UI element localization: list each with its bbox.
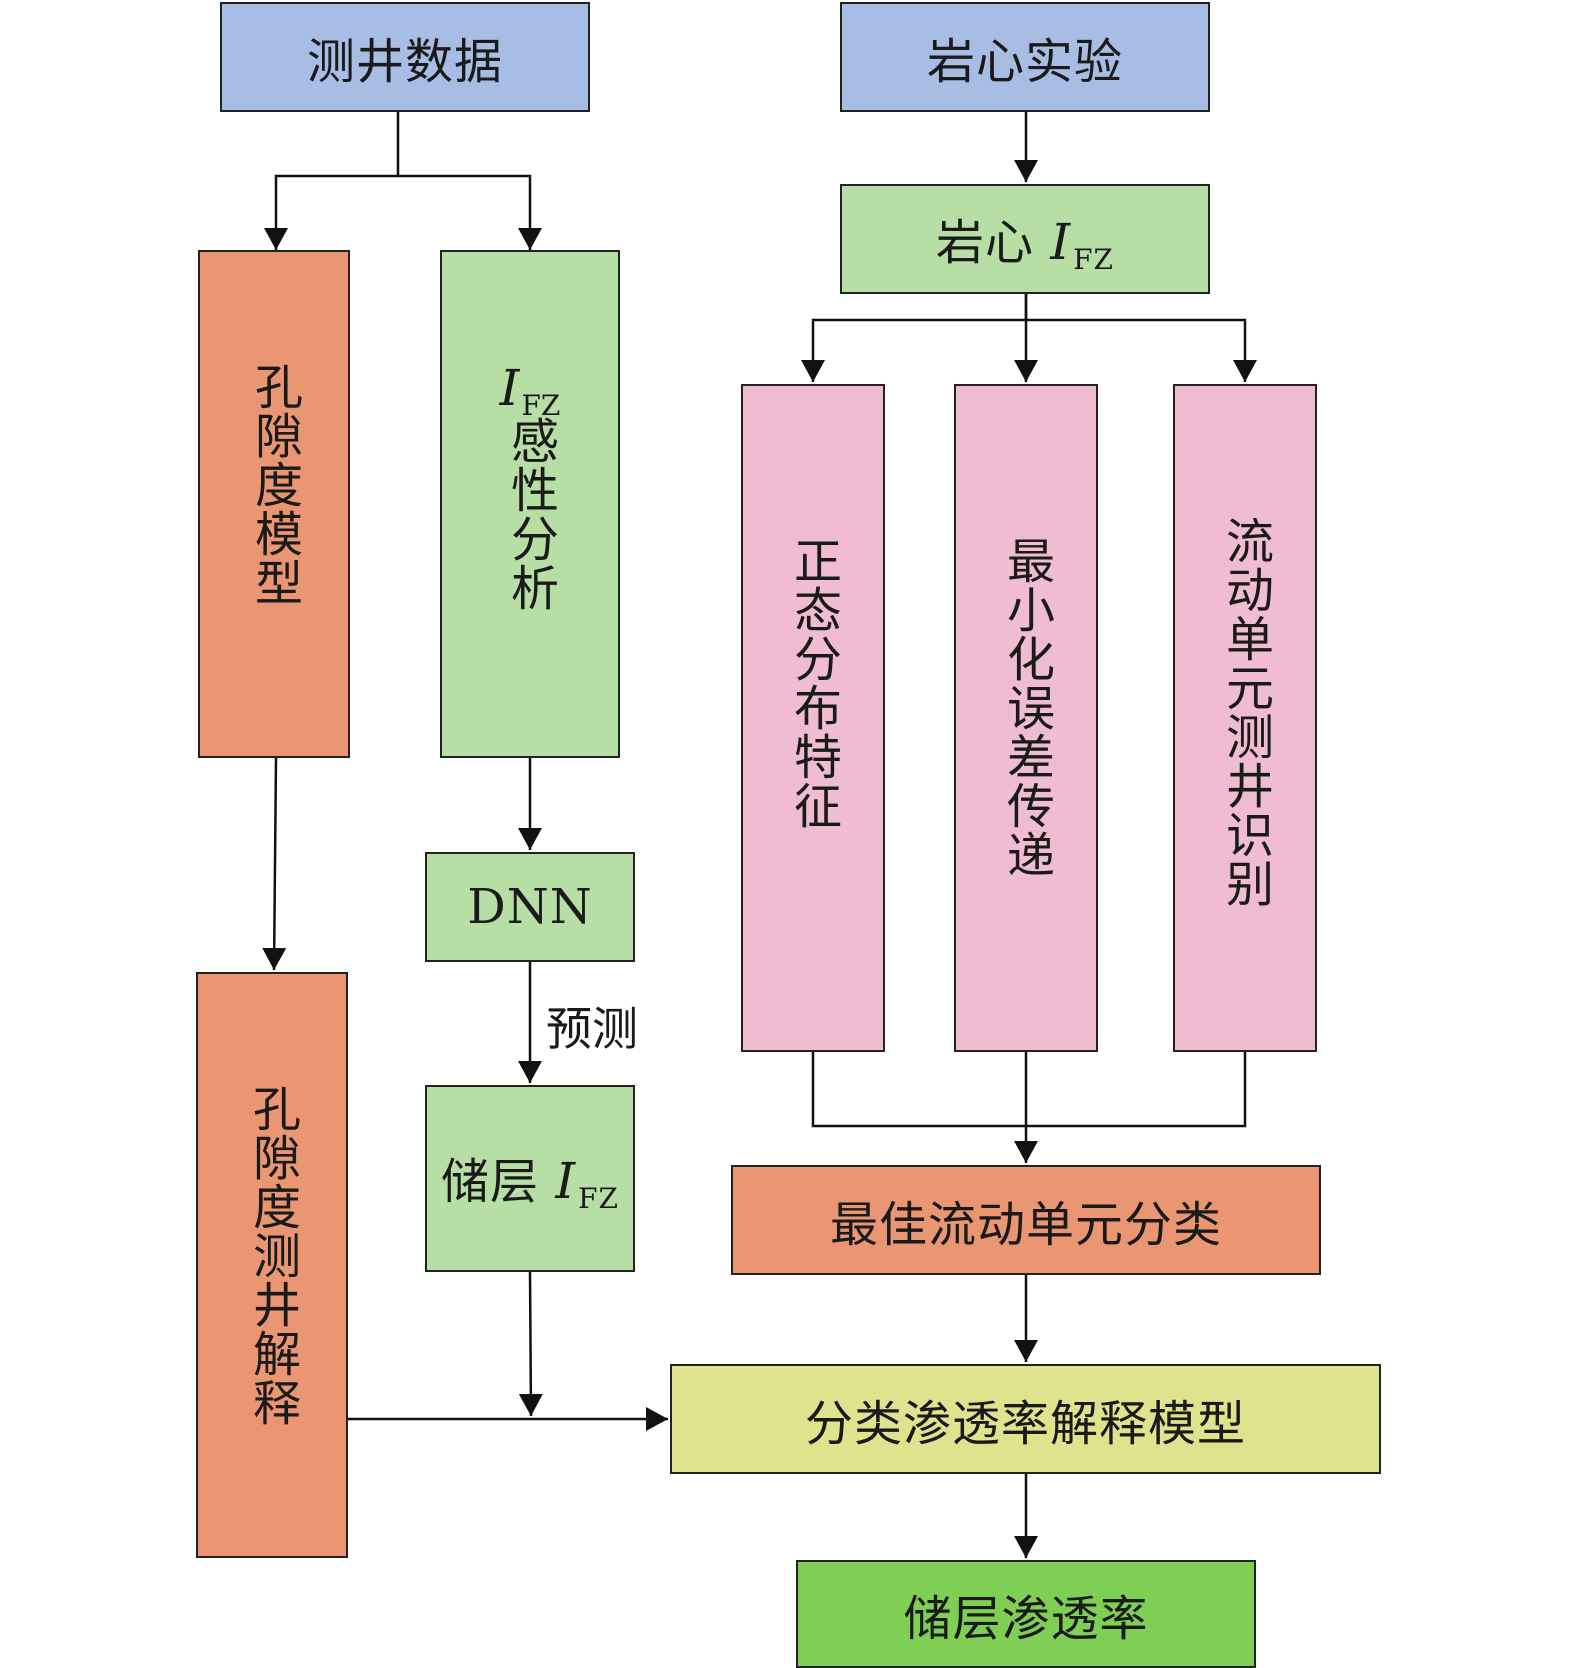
min-error-box: 最小化误差传递 <box>954 384 1098 1052</box>
core-ifz-prefix: 岩心 <box>936 214 1035 271</box>
core-experiment-box: 岩心实验 <box>840 2 1210 112</box>
reservoir-ifz-symbol: I <box>555 1152 577 1210</box>
reservoir-permeability-box: 储层渗透率 <box>796 1560 1256 1668</box>
ifz-sensitivity-label: 感性分析 <box>502 416 558 612</box>
normal-distribution-box: 正态分布特征 <box>741 384 885 1052</box>
core-ifz-box: 岩心 IFZ <box>840 184 1210 294</box>
dnn-label: DNN <box>467 879 593 935</box>
best-flow-unit-box: 最佳流动单元分类 <box>731 1165 1321 1275</box>
connector-pink-merge <box>811 1052 1247 1128</box>
connector-logging-split <box>274 112 532 232</box>
predict-label: 预测 <box>546 1002 638 1056</box>
ifz-sensitivity-ifz: IFZ <box>499 359 561 422</box>
ifz-sensitivity-box: IFZ 感性分析 <box>440 250 620 758</box>
reservoir-ifz-box: 储层 IFZ <box>425 1085 635 1272</box>
permeability-model-label: 分类渗透率解释模型 <box>804 1396 1246 1452</box>
ifz-sensitivity-subscript: FZ <box>521 389 561 422</box>
reservoir-ifz-label: 储层 IFZ <box>441 1142 619 1215</box>
reservoir-ifz-subscript: FZ <box>578 1182 619 1215</box>
core-ifz-label: 岩心 IFZ <box>936 203 1114 276</box>
porosity-model-label: 孔隙度模型 <box>246 362 302 607</box>
min-error-label: 最小化误差传递 <box>998 536 1054 879</box>
flow-unit-logging-box: 流动单元测井识别 <box>1173 384 1317 1052</box>
core-experiment-label: 岩心实验 <box>926 34 1123 90</box>
normal-distribution-label: 正态分布特征 <box>785 536 841 830</box>
core-ifz-subscript: FZ <box>1073 242 1114 276</box>
logging-data-label: 测井数据 <box>306 34 503 90</box>
reservoir-permeability-label: 储层渗透率 <box>903 1591 1149 1647</box>
core-ifz-symbol: I <box>1050 212 1072 271</box>
permeability-model-box: 分类渗透率解释模型 <box>670 1364 1381 1474</box>
reservoir-ifz-prefix: 储层 <box>441 1154 540 1210</box>
logging-data-box: 测井数据 <box>220 2 590 112</box>
flow-unit-logging-label: 流动单元测井识别 <box>1217 516 1273 908</box>
porosity-interpretation-box: 孔隙度测井解释 <box>196 972 348 1558</box>
porosity-model-box: 孔隙度模型 <box>198 250 350 758</box>
porosity-interpretation-label: 孔隙度测井解释 <box>244 1084 300 1427</box>
arrow-reservoir-ifz-down <box>518 1271 543 1417</box>
arrow-to-porosity-interp <box>262 757 287 971</box>
ifz-sensitivity-symbol: I <box>499 359 520 417</box>
connector-core-ifz-split <box>811 294 1247 360</box>
best-flow-unit-label: 最佳流动单元分类 <box>829 1197 1222 1253</box>
dnn-box: DNN <box>425 852 635 962</box>
